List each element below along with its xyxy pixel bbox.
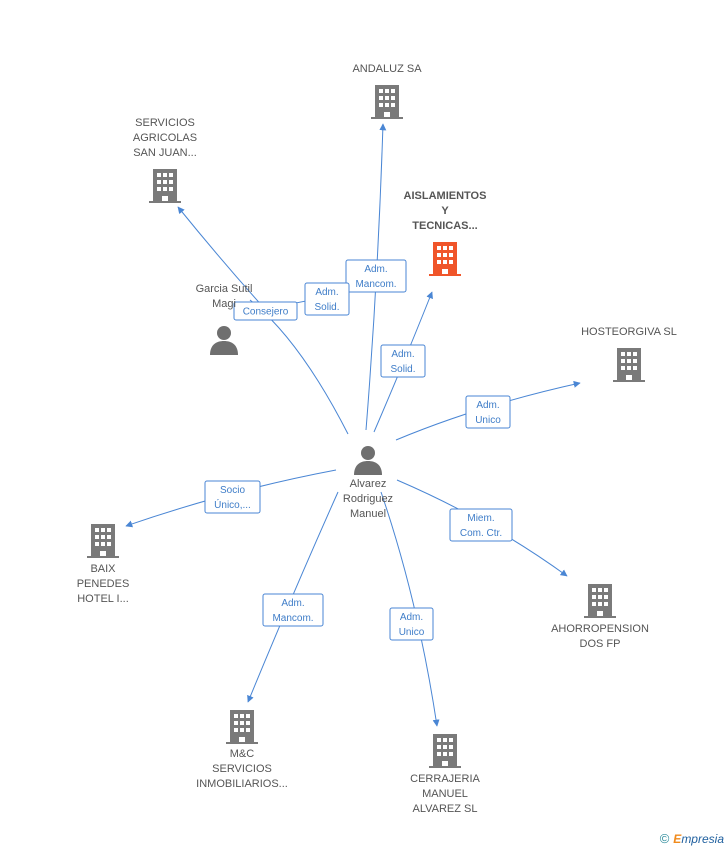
edge-label-garcia-to-servicios[interactable]: Consejero [233,301,298,321]
building-icon [149,169,181,203]
person-icon [210,326,238,355]
node-cerrajeria[interactable]: CERRAJERIA MANUEL ALVAREZ SL [410,734,480,815]
node-label: HOSTEORGIVA SL [581,326,677,338]
node-label: TECNICAS... [412,220,477,232]
edge-label-box [345,259,407,293]
node-label: SERVICIOS [135,117,195,129]
node-label: ANDALUZ SA [352,63,422,75]
edge-label-text: Miem. [467,513,494,524]
edge-label-alvarez-to-cerrajeria[interactable]: Adm. Unico [389,607,434,641]
edge-label-text: Adm. [315,287,338,298]
edge-label-alvarez-to-hosteorgiva[interactable]: Adm. Unico [465,395,511,429]
edge-label-box [449,508,513,542]
edge-label-alvarez-to-ahorropension[interactable]: Miem. Com. Ctr. [449,508,513,542]
building-icon [613,348,645,382]
edge-label-box [380,344,426,378]
edge-label-text: Consejero [243,307,289,318]
edge-label-text: Adm. [476,400,499,411]
node-label: Alvarez [350,478,387,490]
edge-label-text: Com. Ctr. [460,528,502,539]
node-label: ALVAREZ SL [412,803,477,815]
building-icon [87,524,119,558]
brand-name: mpresia [681,832,724,846]
edge-label-text: Unico [475,415,501,426]
empresia-watermark: ©Empresia [660,831,724,846]
edge-label-text: Único,... [214,498,251,511]
edge-label-text: Mancom. [355,279,396,290]
node-label: Garcia Sutil [196,283,253,295]
node-label: HOTEL I... [77,593,129,605]
node-hosteorgiva[interactable]: HOSTEORGIVA SL [581,326,677,382]
building-icon [584,584,616,618]
node-label: SERVICIOS [212,763,272,775]
edge-label-garcia-to-aislamientos[interactable]: Adm. Mancom. [345,259,407,293]
node-mc[interactable]: M&C SERVICIOS INMOBILIARIOS... [196,710,288,790]
edge-label-box [465,395,511,429]
node-label: BAIX [90,563,116,575]
node-label: Y [441,205,449,217]
edge-label-box [389,607,434,641]
building-icon [429,734,461,768]
node-label: AISLAMIENTOS [404,190,487,202]
node-aislamientos[interactable]: AISLAMIENTOS Y TECNICAS... [404,190,487,276]
edge-label-box [304,282,350,316]
node-label: INMOBILIARIOS... [196,778,288,790]
edge-label-box [233,301,298,321]
node-label: PENEDES [77,578,130,590]
edge-label-text: Solid. [314,302,339,313]
edge-label-text: Adm. [400,612,423,623]
node-ahorropension[interactable]: AHORROPENSION DOS FP [551,584,649,650]
building-icon [371,85,403,119]
node-label: Manuel [350,508,386,520]
node-label: AHORROPENSION [551,623,649,635]
edge-label-text: Mancom. [272,613,313,624]
building-icon [226,710,258,744]
edge-label-text: Solid. [390,364,415,375]
node-andaluz[interactable]: ANDALUZ SA [352,63,422,119]
node-label: SAN JUAN... [133,147,197,159]
edge-label-text: Adm. [281,598,304,609]
brand-initial: E [673,832,682,846]
node-label: AGRICOLAS [133,132,197,144]
edge-label-alvarez-to-baix[interactable]: SocioÚnico,... [204,480,261,514]
edge-alvarez-to-cerrajeria [380,491,440,727]
node-label: MANUEL [422,788,468,800]
edge-label-alvarez-to-mc[interactable]: Adm. Mancom. [262,593,324,627]
edge-label-text: Socio [220,485,245,496]
node-label: CERRAJERIA [410,773,480,785]
node-label: DOS FP [580,638,621,650]
edge-label-box [262,593,324,627]
building-icon [429,242,461,276]
person-icon [354,446,382,475]
edge-label-text: Unico [399,627,425,638]
edge-label-text: Adm. [391,349,414,360]
node-label: M&C [230,748,255,760]
edge-label-alvarez-to-andaluz[interactable]: Adm. Solid. [304,282,350,316]
edge-label-box [204,480,261,514]
node-label: Magi [212,298,236,310]
edge-label-text: Adm. [364,264,387,275]
node-label: Rodriguez [343,493,393,505]
node-baix[interactable]: BAIX PENEDES HOTEL I... [77,524,130,605]
copyright-icon: © [659,831,670,846]
edge-label-alvarez-to-aislamientos[interactable]: Adm. Solid. [380,344,426,378]
node-servicios[interactable]: SERVICIOS AGRICOLAS SAN JUAN... [133,117,197,203]
